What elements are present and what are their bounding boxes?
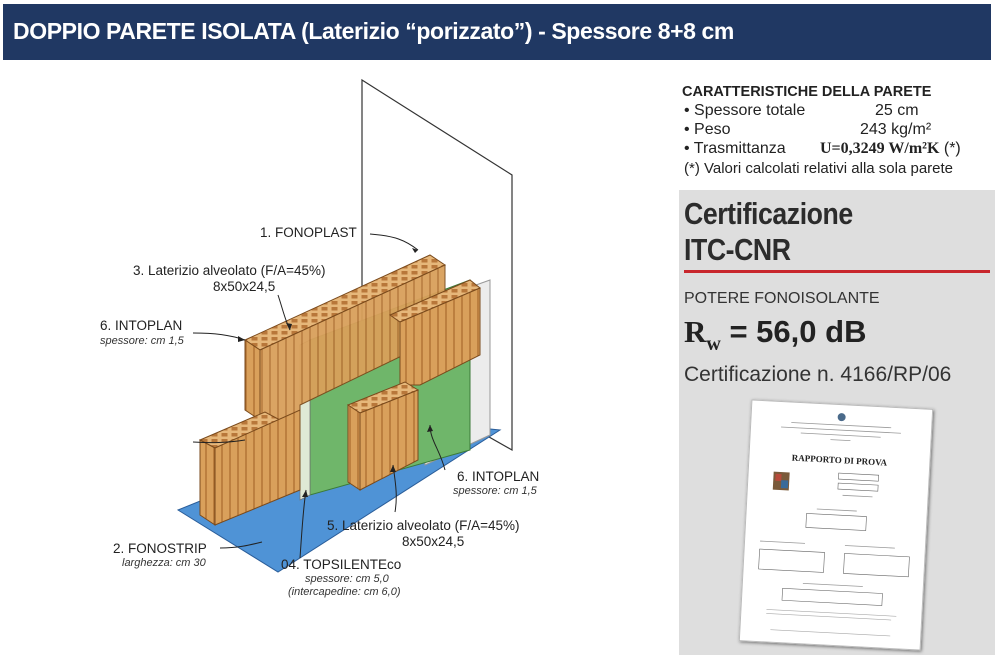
spec-label-transmittance: • Trasmittanza: [684, 140, 786, 157]
rw-number: = 56,0 dB: [729, 314, 867, 349]
wall-illustration: [176, 78, 513, 573]
test-report-document: RAPPORTO DI PROVA: [738, 399, 934, 651]
wall-diagram: 1. FONOPLAST 3. Laterizio alveolato (F/A…: [0, 60, 670, 661]
label-fonostrip-sub: larghezza: cm 30: [122, 557, 206, 569]
label-laterizio-bottom-dim: 8x50x24,5: [402, 534, 465, 549]
label-laterizio-top: 3. Laterizio alveolato (F/A=45%): [133, 263, 326, 278]
spec-label-thickness: • Spessore totale: [684, 102, 806, 119]
label-laterizio-bottom: 5. Laterizio alveolato (F/A=45%): [327, 518, 520, 533]
transmittance-note: (*): [943, 140, 961, 157]
cert-title-line1: Certificazione: [684, 196, 853, 231]
title-banner: DOPPIO PARETE ISOLATA (Laterizio “porizz…: [3, 4, 991, 60]
sound-insulation-label: POTERE FONOISOLANTE: [684, 290, 880, 307]
document-graphics: [758, 413, 910, 637]
label-intoplan-left: 6. INTOPLAN: [100, 318, 183, 333]
rw-subscript: w: [706, 333, 721, 355]
label-topsilente-sub1: spessore: cm 5,0: [305, 573, 389, 585]
label-intoplan-right: 6. INTOPLAN: [457, 469, 540, 484]
cert-title-line2: ITC-CNR: [684, 232, 791, 267]
spec-label-weight: • Peso: [684, 121, 731, 138]
spec-value-weight: 243 kg/m²: [860, 121, 932, 138]
specs-title: CARATTERISTICHE DELLA PARETE: [682, 84, 932, 100]
label-topsilente: 04. TOPSILENTEco: [281, 557, 402, 572]
rw-value: Rw = 56,0 dB: [684, 314, 866, 356]
label-fonoplast: 1. FONOPLAST: [260, 225, 357, 240]
label-fonostrip: 2. FONOSTRIP: [113, 541, 207, 556]
specs-note: (*) Valori calcolati relativi alla sola …: [684, 160, 954, 177]
spec-value-transmittance: U=0,3249 W/m²K (*): [820, 140, 961, 158]
rw-symbol: R: [684, 314, 707, 349]
page-title: DOPPIO PARETE ISOLATA (Laterizio “porizz…: [13, 18, 734, 44]
cert-divider: [684, 270, 990, 273]
transmittance-u: U=0,3249 W/m²K: [820, 140, 940, 157]
label-intoplan-left-sub: spessore: cm 1,5: [100, 335, 184, 347]
label-laterizio-top-dim: 8x50x24,5: [213, 279, 276, 294]
label-topsilente-sub2: (intercapedine: cm 6,0): [288, 586, 401, 598]
label-intoplan-right-sub: spessore: cm 1,5: [453, 485, 537, 497]
cert-number: Certificazione n. 4166/RP/06: [684, 363, 952, 386]
spec-value-thickness: 25 cm: [875, 102, 919, 119]
